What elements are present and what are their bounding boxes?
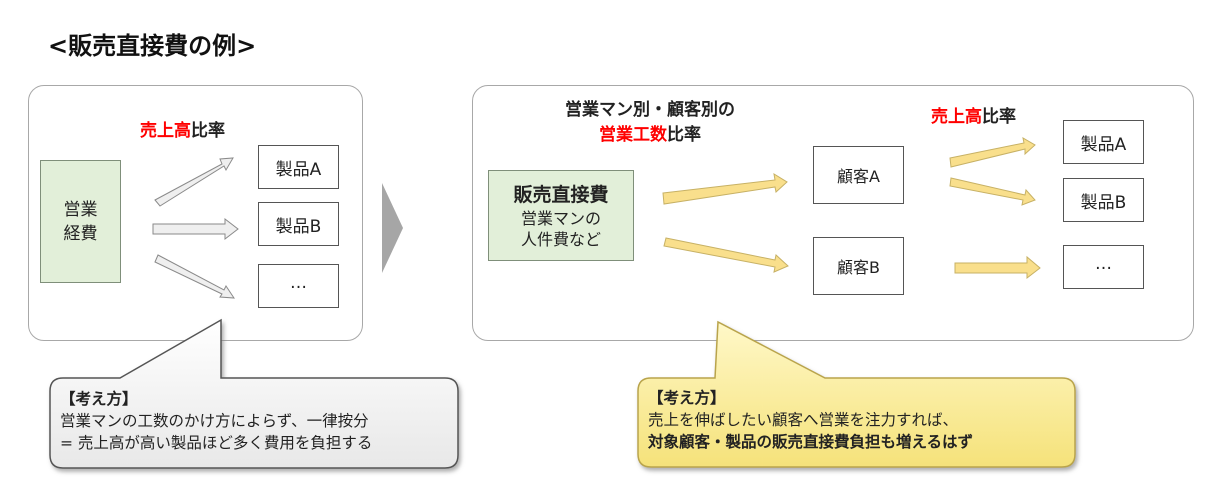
sales-expense-box: 営業 経費	[40, 160, 121, 283]
sales-expense-line1: 営業	[63, 199, 98, 220]
arrow-to-customer-b	[663, 237, 789, 273]
page-title: <販売直接費の例>	[48, 32, 257, 60]
sales-expense-line2: 経費	[63, 223, 98, 244]
left-callout-line1: 営業マンの工数のかけ方によらず、一律按分	[60, 412, 369, 430]
right-callout-text: 【考え方】 売上を伸ばしたい顧客へ営業を注力すれば、 対象顧客・製品の販売直接費…	[648, 387, 973, 453]
right-header-red: 売上高	[931, 107, 982, 127]
right-product-a: 製品A	[1063, 120, 1144, 164]
left-product-a-label: 製品A	[275, 159, 322, 180]
right-product-b-label: 製品B	[1080, 192, 1127, 213]
workload-ratio-header: 営業マン別・顧客別の 営業工数比率	[560, 98, 740, 148]
direct-sales-cost-box: 販売直接費 営業マンの 人件費など	[488, 170, 634, 261]
left-callout-shape	[49, 318, 459, 469]
right-callout-line1: 売上を伸ばしたい顧客へ営業を注力すれば、	[648, 411, 959, 429]
left-header-black: 比率	[191, 121, 225, 141]
left-product-b: 製品B	[258, 202, 339, 246]
arrow-to-product-b-right	[949, 177, 1036, 206]
right-ratio-header: 売上高比率	[931, 102, 1016, 127]
transition-arrow-icon	[382, 183, 403, 273]
right-callout-heading: 【考え方】	[648, 389, 726, 407]
arrow-to-customer-a	[662, 172, 788, 205]
workload-header-red: 営業工数	[599, 125, 667, 145]
left-product-b-label: 製品B	[275, 216, 322, 237]
left-arrows	[152, 157, 239, 299]
right-callout-line2: 対象顧客・製品の販売直接費負担も増えるはず	[648, 433, 974, 451]
arrow-to-product-a-right	[949, 137, 1036, 168]
left-product-other: …	[258, 264, 339, 308]
left-header-red: 売上高	[140, 121, 191, 141]
right-product-other-label: …	[1095, 254, 1112, 274]
right-callout-shape	[637, 320, 1076, 468]
customer-a: 顧客A	[813, 146, 904, 204]
right-product-other: …	[1063, 245, 1144, 289]
customer-a-label: 顧客A	[837, 167, 880, 186]
right-product-a-label: 製品A	[1080, 134, 1127, 155]
left-product-a: 製品A	[258, 145, 339, 189]
customer-b-label: 顧客B	[837, 258, 880, 277]
customer-b: 顧客B	[813, 237, 904, 295]
left-callout-heading: 【考え方】	[60, 390, 138, 408]
right-product-b: 製品B	[1063, 178, 1144, 222]
workload-header-black: 比率	[667, 125, 701, 145]
direct-sales-cost-title: 販売直接費	[513, 183, 609, 206]
direct-sales-cost-line1: 営業マンの	[520, 208, 601, 228]
left-product-other-label: …	[290, 273, 307, 293]
arrow-to-product-other	[154, 254, 235, 299]
right-header-black: 比率	[982, 107, 1016, 127]
left-ratio-header: 売上高比率	[140, 116, 225, 141]
left-callout-line2: = 売上高が高い製品ほど多く費用を負担する	[60, 434, 373, 452]
left-callout-text: 【考え方】 営業マンの工数のかけ方によらず、一律按分 = 売上高が高い製品ほど多…	[60, 388, 372, 454]
arrow-to-product-b	[152, 217, 239, 241]
arrow-to-product-other-right	[954, 255, 1041, 280]
direct-sales-cost-line2: 人件費など	[520, 229, 601, 249]
arrow-to-product-a	[154, 157, 234, 207]
right-arrows	[662, 137, 1041, 280]
workload-header-line1: 営業マン別・顧客別の	[565, 100, 735, 120]
